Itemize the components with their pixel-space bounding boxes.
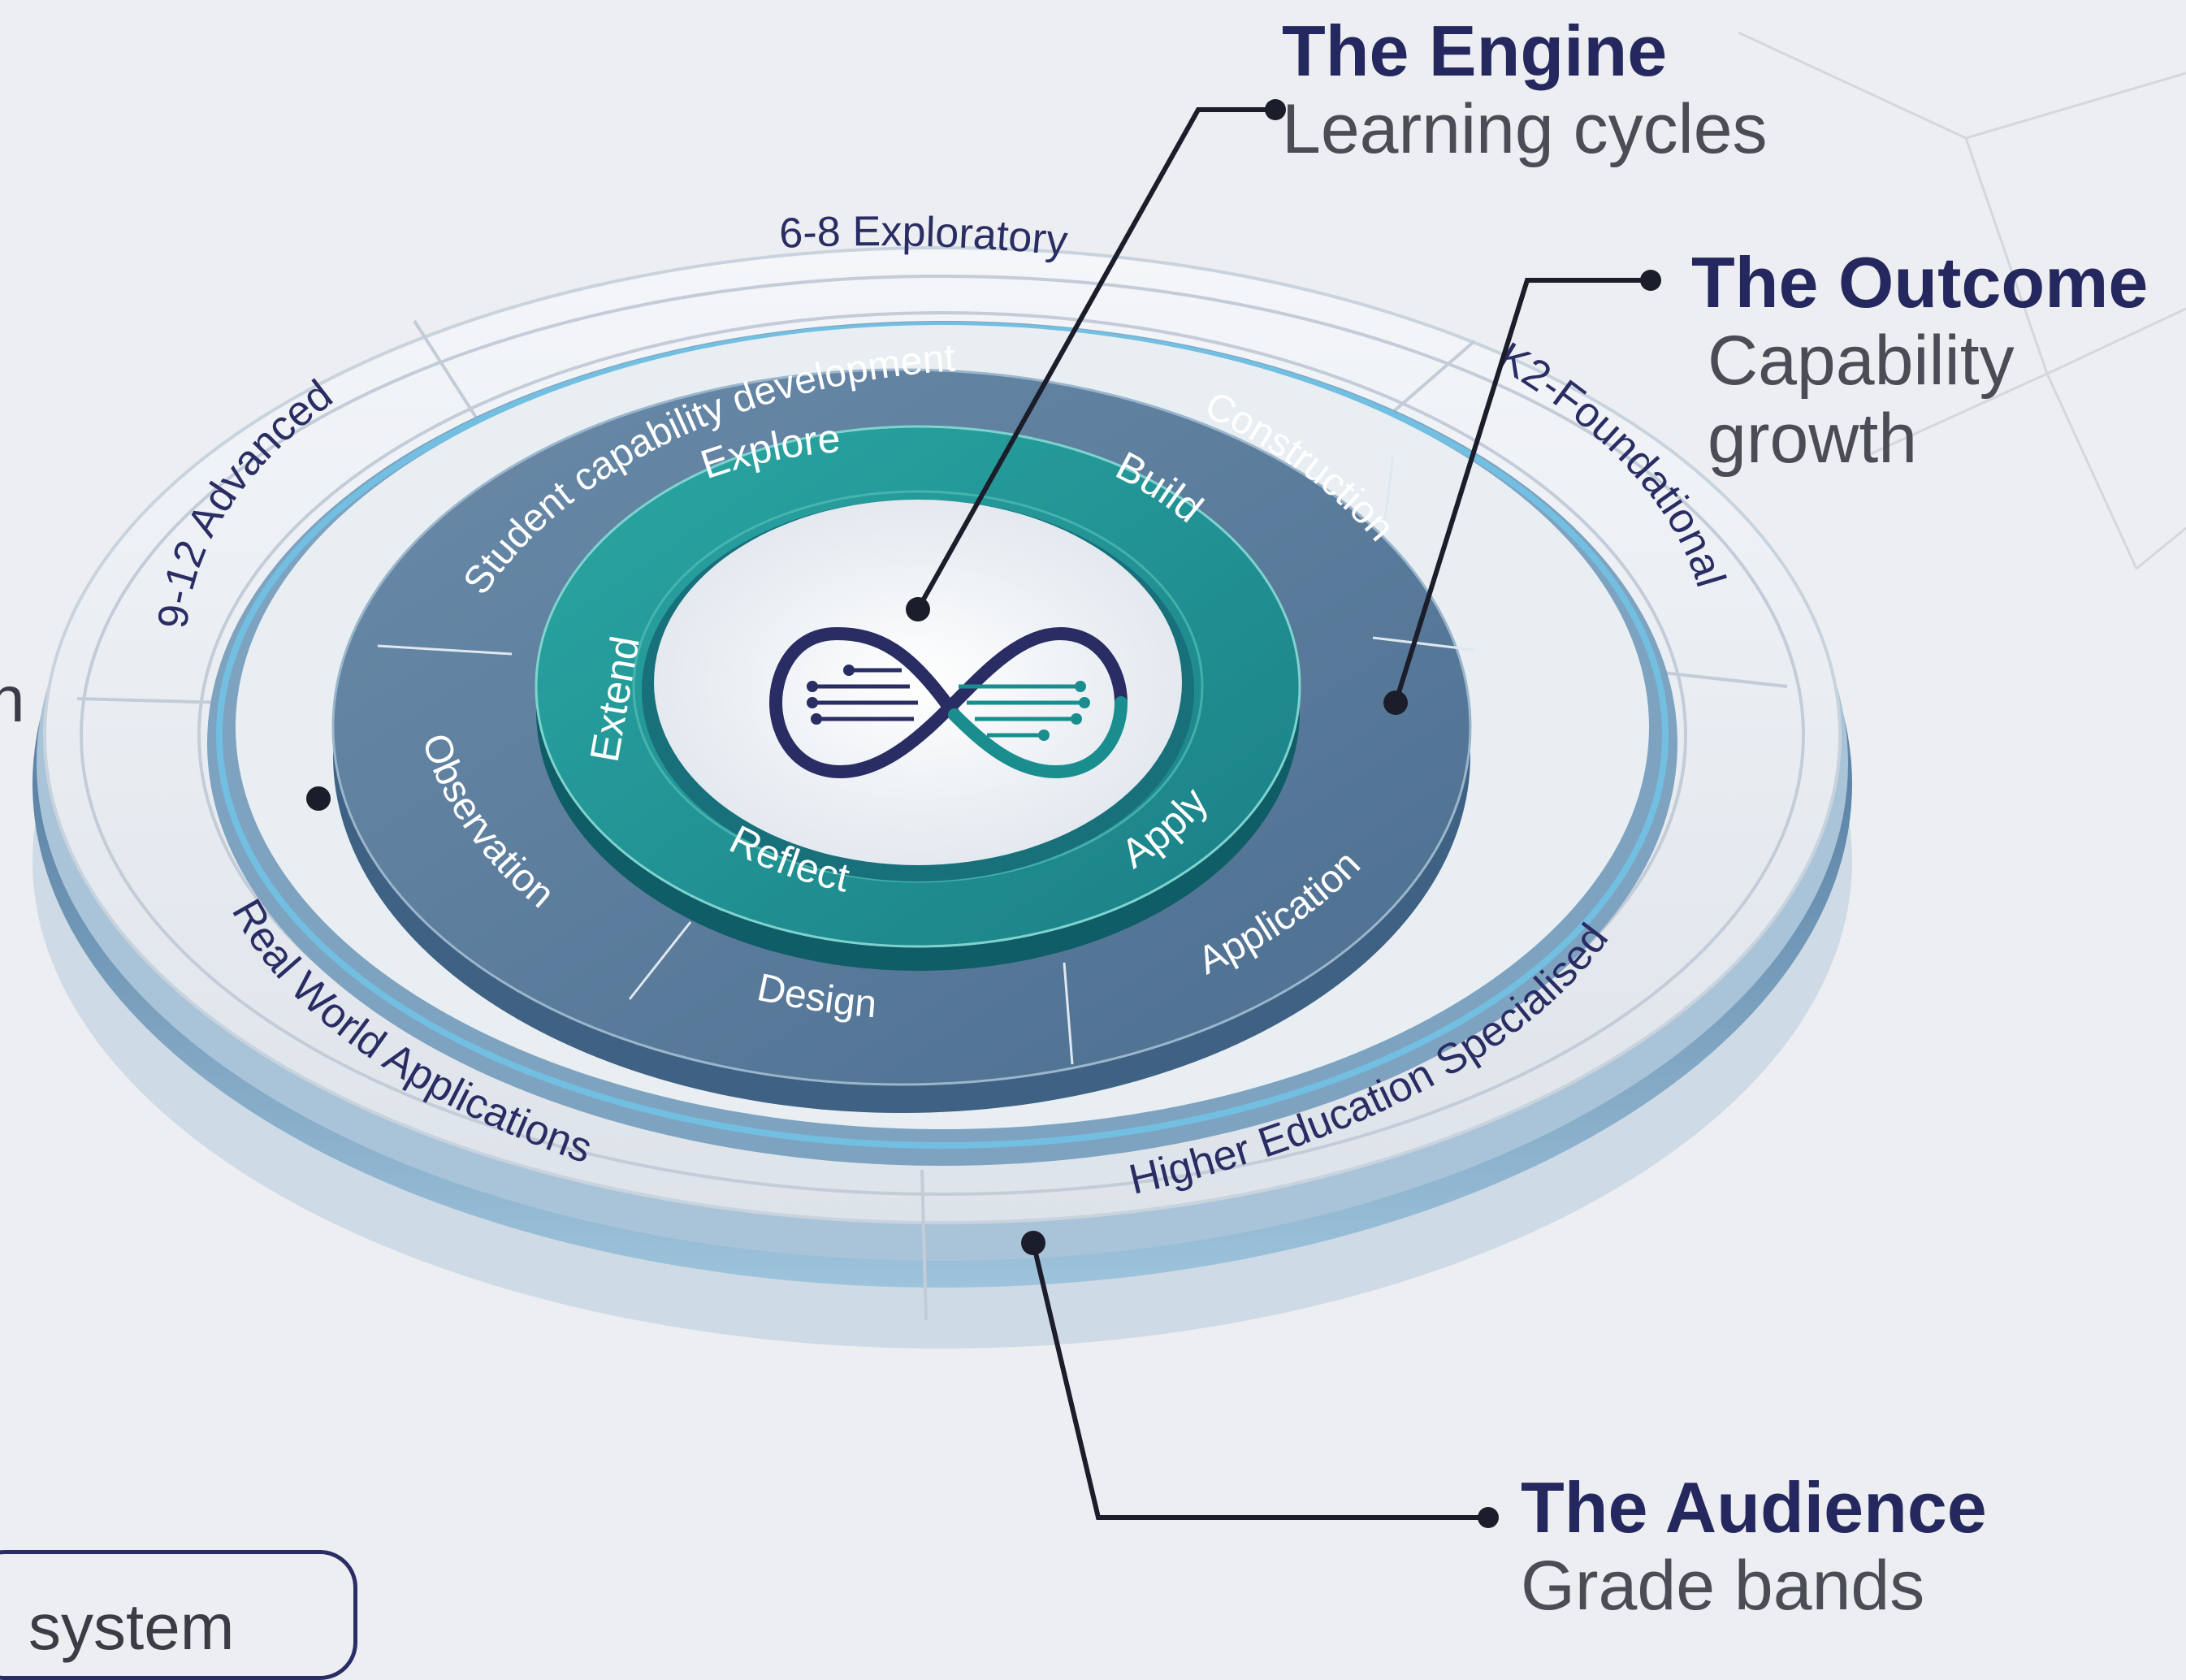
network-background (1738, 31, 2186, 570)
callout-engine: The Engine Learning cycles (1282, 11, 1768, 169)
infinity-logo-icon (768, 626, 1128, 779)
callout-engine-title: The Engine (1282, 11, 1668, 91)
callout-audience-title: The Audience (1521, 1467, 1987, 1548)
callout-audience: The Audience Grade bands (1521, 1467, 1987, 1626)
cropped-edge-letter: h (0, 663, 25, 735)
callout-outcome-subtitle-line1: Capability (1708, 322, 2015, 400)
callout-outcome-title: The Outcome (1691, 242, 2149, 323)
inner-ring (535, 425, 1301, 971)
callout-outcome-subtitle-line2: growth (1708, 400, 1918, 478)
outer-label-top: 6-8 Exploratory (778, 208, 1070, 265)
leader-lines (916, 107, 1651, 1520)
callout-audience-subtitle: Grade bands (1521, 1547, 1925, 1625)
callout-outcome: The Outcome Capability growth (1691, 244, 2148, 478)
system-pill: system (0, 1550, 357, 1680)
callout-engine-subtitle: Learning cycles (1282, 90, 1768, 168)
system-pill-label: system (28, 1591, 235, 1663)
ecosystem-diagram: 6-8 Exploratory K2-Foundational 9-12 Adv… (32, 31, 2186, 1528)
leader-dots (306, 99, 1661, 1528)
